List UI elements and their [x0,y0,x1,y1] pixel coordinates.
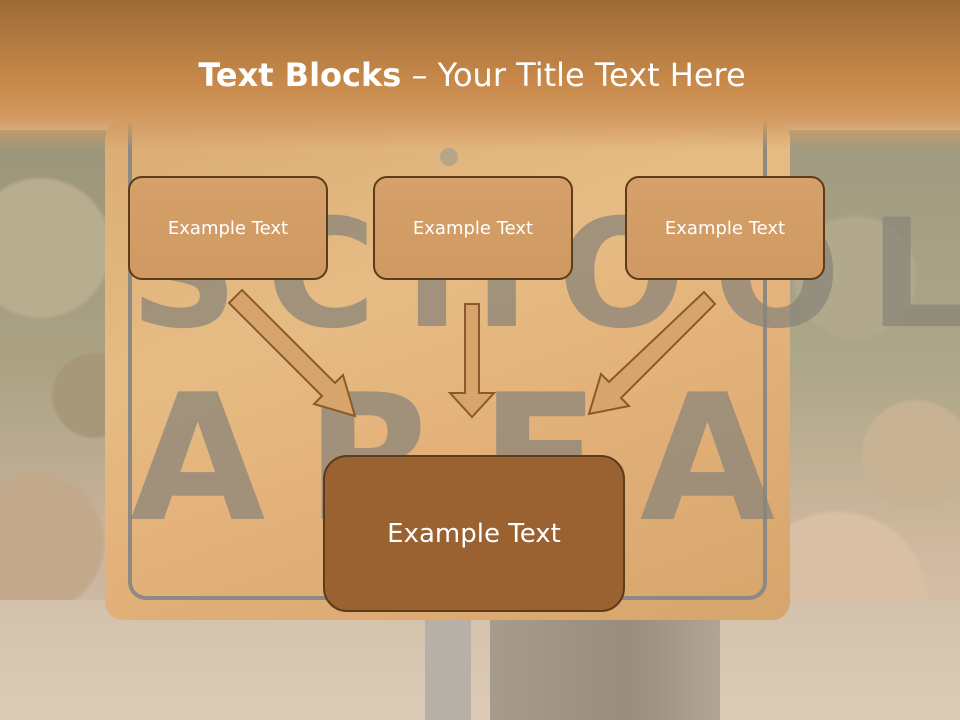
arrow-left [227,288,357,418]
example-box-3[interactable]: Example Text [625,176,825,280]
arrow-right [587,290,717,416]
main-example-box[interactable]: Example Text [323,455,625,612]
tree-trunk [490,620,720,720]
sign-pole [425,620,471,720]
title-rest: Your Title Text Here [437,56,746,94]
example-box-1[interactable]: Example Text [128,176,328,280]
title-dash: – [401,56,438,94]
sign-bolt [440,148,458,166]
title-bold: Text Blocks [198,56,402,94]
arrow-center [447,303,497,419]
example-box-2[interactable]: Example Text [373,176,573,280]
example-box-3-text: Example Text [664,217,786,239]
slide-title[interactable]: Text Blocks – Your Title Text Here [0,56,944,94]
example-box-1-text: Example Text [167,217,289,239]
main-example-box-text: Example Text [387,518,561,549]
example-box-2-text: Example Text [412,217,534,239]
title-band [0,0,960,150]
ground [0,600,960,720]
